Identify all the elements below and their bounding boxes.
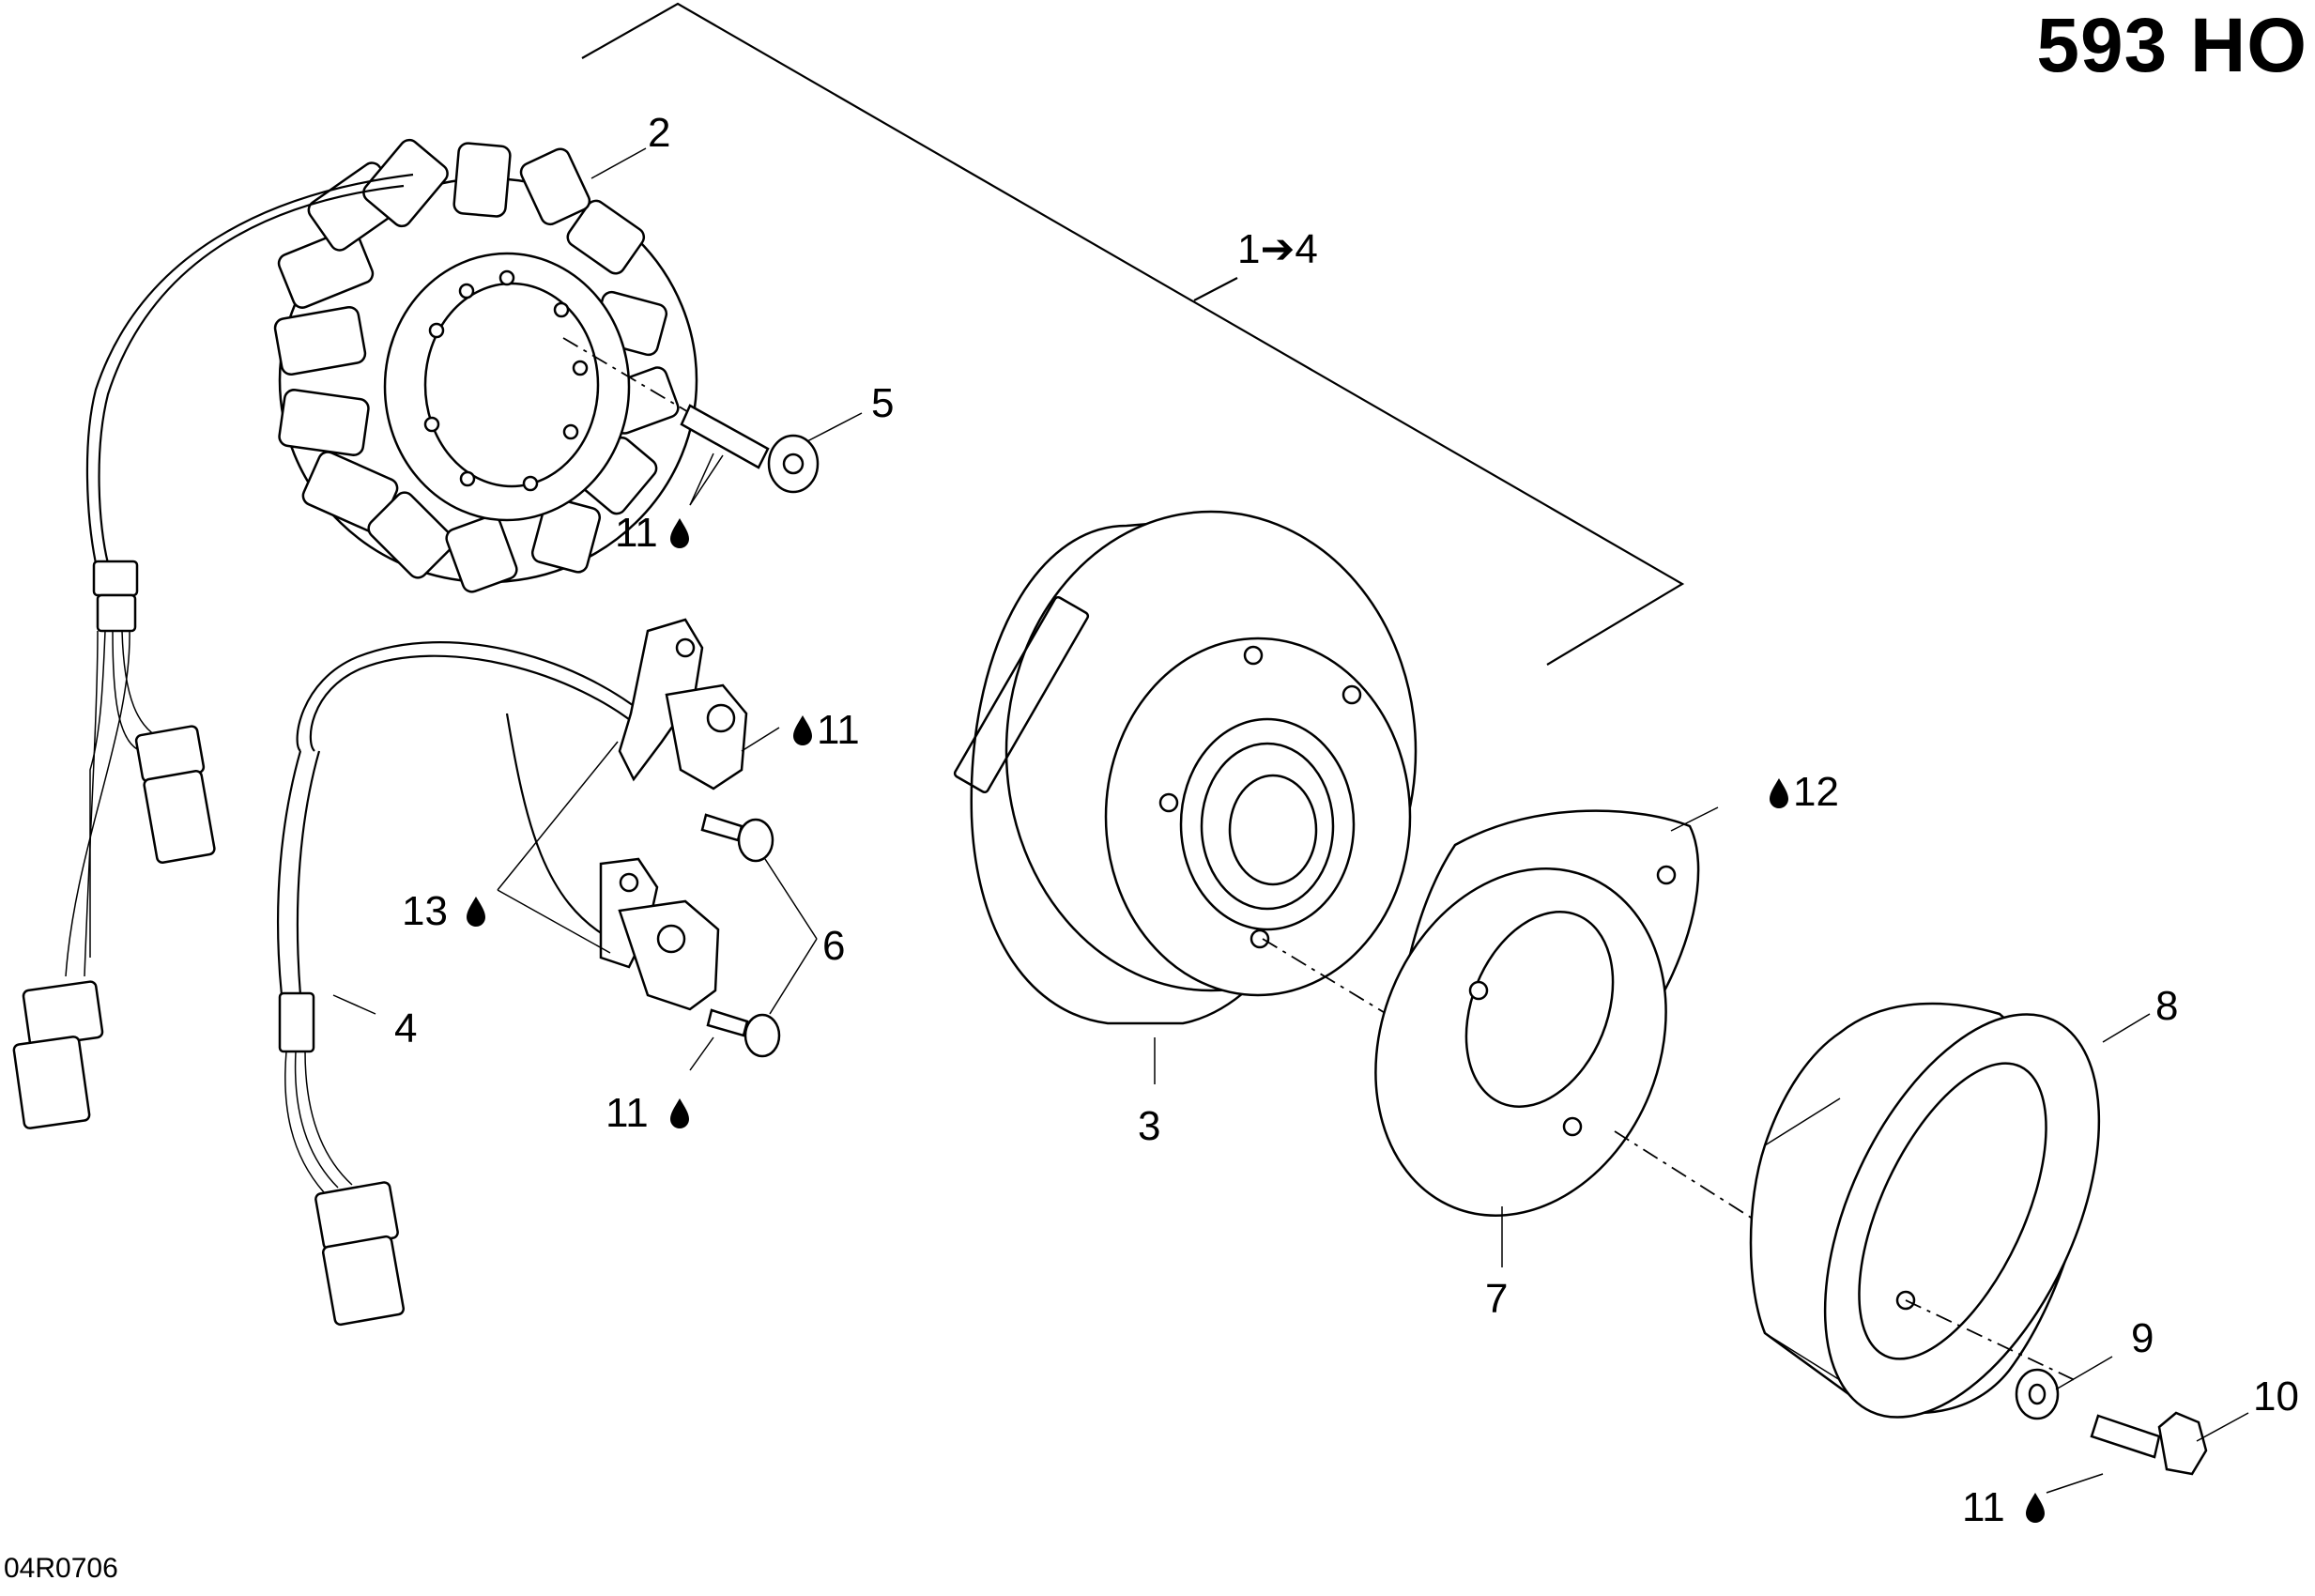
lube-number: 11 [606, 1090, 649, 1136]
lube-number: 11 [1962, 1484, 2005, 1530]
callout-3: 3 [1138, 1103, 1160, 1149]
callout-9: 9 [2131, 1315, 2154, 1361]
stator-connector-a [134, 725, 216, 864]
callout-10: 10 [2253, 1373, 2299, 1420]
trigger-coil-assembly [277, 618, 748, 1327]
lube-number: 11 [817, 707, 860, 753]
lube-callout-11-stator: 11 [615, 510, 689, 556]
drop-icon [1770, 778, 1788, 808]
lube-callout-11-trigger-upper: 11 [793, 707, 860, 753]
washer-9 [2015, 1368, 2060, 1420]
callout-7: 7 [1485, 1276, 1508, 1322]
drop-icon [793, 715, 812, 745]
lube-callout-12: 12 [1770, 769, 1839, 815]
trigger-screws-6 [700, 813, 781, 1058]
callout-8: 8 [2155, 983, 2178, 1029]
callout-5: 5 [871, 380, 894, 426]
lube-callout-13: 13 [402, 888, 485, 934]
lube-callout-11-trigger-lower: 11 [606, 1090, 689, 1136]
drop-icon [670, 1098, 689, 1128]
figure-code: 04R0706 [4, 1553, 118, 1584]
stator-part [12, 138, 698, 1129]
lube-callout-11-bolt: 11 [1962, 1484, 2045, 1530]
callout-6: 6 [822, 923, 845, 969]
svg-text:1➔4: 1➔4 [1237, 226, 1318, 272]
stator-bolt-5 [562, 337, 820, 494]
trigger-connector [314, 1181, 406, 1327]
spacer-ring-7 [1262, 809, 1700, 1217]
lube-number: 12 [1793, 769, 1839, 815]
callout-4: 4 [394, 1005, 417, 1051]
leader-lines [332, 147, 2249, 1494]
drop-icon [2026, 1493, 2045, 1523]
lube-number: 11 [615, 510, 658, 556]
stator-mount-holes [423, 269, 589, 492]
callout-1-to-4: 1➔4 [1237, 226, 1318, 272]
lube-number: 13 [402, 888, 448, 934]
trigger-sensor-lower [599, 857, 720, 1011]
starter-cup-bolt-10 [2090, 1411, 2208, 1476]
drop-icon [670, 518, 689, 548]
drop-icon [467, 897, 485, 927]
trigger-sensor-upper [618, 618, 748, 790]
group-bracket-1-4 [581, 2, 1685, 666]
flywheel-part [953, 510, 1418, 1025]
callout-2: 2 [648, 110, 670, 156]
stator-harness [12, 173, 414, 1129]
stator-connector-b [12, 980, 104, 1129]
starter-cup-8 [1614, 1002, 2101, 1419]
diagram-title: 593 HO [2036, 3, 2307, 88]
